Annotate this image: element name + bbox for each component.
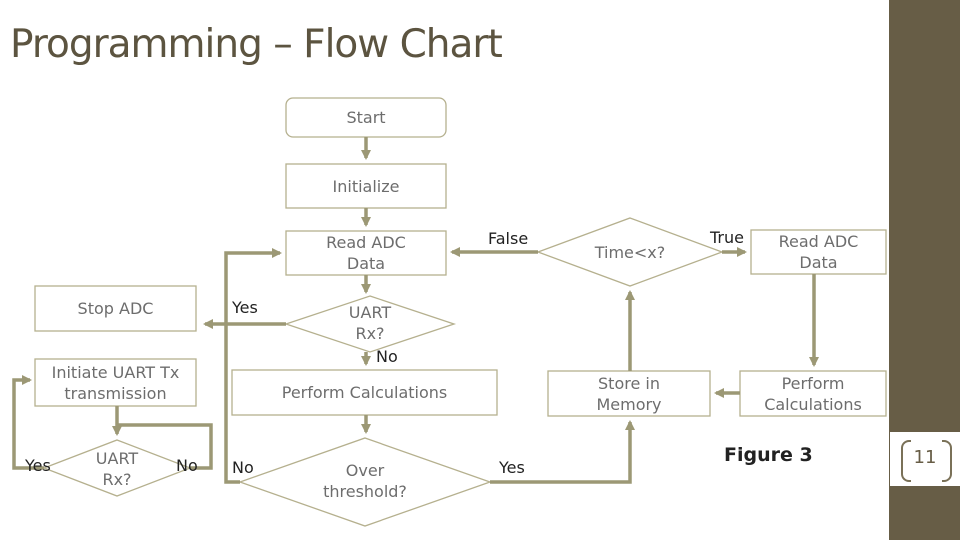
edge-threshold-no-loop-to-read-adc — [224, 248, 282, 484]
flowchart-diagram — [12, 97, 887, 527]
start-node: Start — [346, 108, 386, 127]
perform-calc-right-node: Perform Calculations — [764, 373, 862, 414]
store-memory-node-shape — [547, 370, 711, 417]
figure-caption: Figure 3 — [724, 444, 813, 466]
slide-title: Programming – Flow Chart — [10, 22, 503, 67]
edge-threshold-yes-to-store-memory — [490, 420, 635, 484]
edge-label-time-true: True — [710, 228, 744, 247]
edge-small-uart-yes-loop — [12, 375, 44, 470]
uart-rx-main-node: UART Rx? — [348, 303, 392, 343]
initiate-uart-tx-node: Initiate UART Tx transmission — [51, 362, 180, 403]
initialize-node-shape — [285, 163, 447, 209]
perform-calc-right-node-shape — [739, 370, 887, 417]
read-adc-right-node: Read ADC Data — [778, 232, 859, 272]
over-threshold-decision-shape — [238, 437, 492, 527]
uart-rx-small-decision-shape — [42, 439, 192, 497]
page-number-right-bracket — [942, 440, 952, 482]
edge-label-threshold-yes: Yes — [499, 458, 525, 477]
store-memory-node: Store in Memory — [596, 373, 662, 414]
stop-adc-node: Stop ADC — [77, 299, 154, 318]
read-adc-right-node-shape — [750, 229, 887, 275]
page-number-left-bracket — [901, 440, 911, 482]
edge-label-small-yes: Yes — [25, 456, 51, 475]
edge-label-uart-yes: Yes — [232, 298, 258, 317]
initiate-uart-tx-node-shape — [34, 358, 197, 407]
edge-small-uart-no-loop — [117, 423, 213, 470]
read-adc-left-node: Read ADC Data — [326, 233, 406, 273]
uart-rx-main-decision-shape — [283, 295, 457, 353]
edge-label-threshold-no: No — [232, 458, 254, 477]
stop-adc-node-shape — [34, 285, 197, 332]
time-check-decision-shape — [536, 217, 724, 287]
uart-rx-small-node: UART Rx? — [95, 449, 139, 489]
edge-label-small-no: No — [176, 456, 198, 475]
edge-label-time-false: False — [488, 229, 529, 248]
time-check-node: Time<x? — [594, 242, 666, 262]
initialize-node: Initialize — [332, 176, 400, 196]
edge-label-uart-no: No — [376, 347, 398, 366]
read-adc-left-node-shape — [285, 230, 447, 276]
perform-calc-main-node: Perform Calculations — [281, 383, 448, 402]
over-threshold-node: Over threshold? — [323, 461, 407, 501]
page-number: 11 — [913, 447, 937, 468]
